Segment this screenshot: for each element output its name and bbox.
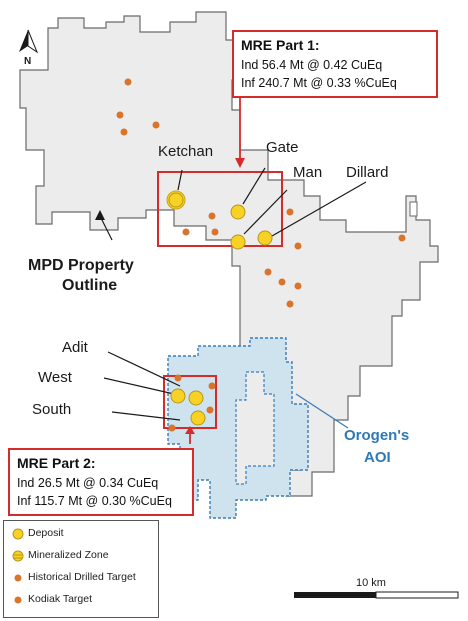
mre1-connector-head xyxy=(235,158,245,168)
aoi-label-line1: Orogen's xyxy=(344,427,409,444)
aoi-label-line2: AOI xyxy=(364,449,391,466)
target-marker xyxy=(182,228,190,236)
deposit-marker xyxy=(257,230,273,246)
mre-part1-title: MRE Part 1: xyxy=(241,37,320,53)
mineralized-zone-icon xyxy=(12,550,24,562)
dillard-leader xyxy=(271,181,367,237)
deposit-icon xyxy=(12,528,24,540)
scale-bar-label: 10 km xyxy=(356,577,386,589)
target-marker xyxy=(116,111,124,119)
kodiak-target-icon xyxy=(14,596,22,604)
ketchan-leader xyxy=(177,169,183,191)
target-marker xyxy=(278,278,286,286)
target-marker xyxy=(208,212,216,220)
property-label-line2: Outline xyxy=(62,277,117,294)
label-south: South xyxy=(32,401,71,418)
south-leader xyxy=(111,411,181,421)
deposit-marker xyxy=(188,390,204,406)
targets xyxy=(116,78,406,432)
target-marker xyxy=(294,282,302,290)
deposit-marker xyxy=(230,204,246,220)
target-marker xyxy=(152,121,160,129)
mre-part2-line2: Inf 115.7 Mt @ 0.30 %CuEq xyxy=(17,494,172,508)
property-label-line1: MPD Property xyxy=(28,257,134,274)
label-adit: Adit xyxy=(62,339,89,356)
gate-leader xyxy=(242,167,266,205)
label-dillard: Dillard xyxy=(346,164,389,181)
legend-deposit-label: Deposit xyxy=(28,527,64,539)
legend-historical-label: Historical Drilled Target xyxy=(28,571,136,583)
north-arrow-icon xyxy=(19,29,39,54)
deposit-marker xyxy=(168,192,184,208)
aoi-inner-gap xyxy=(235,371,275,485)
outline-notch xyxy=(409,201,418,217)
mre2-connector-head xyxy=(185,426,195,434)
mre-part2-title: MRE Part 2: xyxy=(17,455,96,471)
label-man: Man xyxy=(293,164,322,181)
west-leader xyxy=(103,377,175,395)
target-marker xyxy=(208,382,216,390)
mre1-box xyxy=(157,171,283,247)
scale-bar xyxy=(294,591,459,599)
target-marker xyxy=(286,300,294,308)
aoi-arrow xyxy=(295,393,349,429)
adit-leader xyxy=(107,351,181,387)
target-marker xyxy=(120,128,128,136)
legend-mineralized-zone-label: Mineralized Zone xyxy=(28,549,109,561)
target-marker xyxy=(264,268,272,276)
target-marker xyxy=(206,406,214,414)
mre-part2-callout: MRE Part 2: Ind 26.5 Mt @ 0.34 CuEq Inf … xyxy=(8,448,194,516)
label-ketchan: Ketchan xyxy=(158,143,213,160)
deposit-marker xyxy=(170,388,186,404)
target-marker xyxy=(174,374,182,382)
target-marker xyxy=(168,424,176,432)
target-marker xyxy=(398,234,406,242)
mre-part1-line2: Inf 240.7 Mt @ 0.33 %CuEq xyxy=(241,76,397,90)
mre-part2-line1: Ind 26.5 Mt @ 0.34 CuEq xyxy=(17,476,159,490)
man-leader xyxy=(243,189,288,235)
north-label: N xyxy=(24,56,31,67)
map-legend: Deposit Mineralized Zone Historical Dril… xyxy=(3,520,159,618)
deposits xyxy=(168,192,273,426)
property-leader-head xyxy=(95,210,105,220)
legend-kodiak-label: Kodiak Target xyxy=(28,593,93,605)
historical-target-icon xyxy=(14,574,22,582)
target-marker xyxy=(211,228,219,236)
target-marker xyxy=(286,208,294,216)
target-marker xyxy=(124,78,132,86)
mre-part1-callout: MRE Part 1: Ind 56.4 Mt @ 0.42 CuEq Inf … xyxy=(232,30,438,98)
target-marker xyxy=(294,242,302,250)
deposit-marker xyxy=(190,410,206,426)
label-west: West xyxy=(38,369,73,386)
deposit-marker xyxy=(230,234,246,250)
label-gate: Gate xyxy=(266,139,299,156)
mre-part1-line1: Ind 56.4 Mt @ 0.42 CuEq xyxy=(241,58,383,72)
